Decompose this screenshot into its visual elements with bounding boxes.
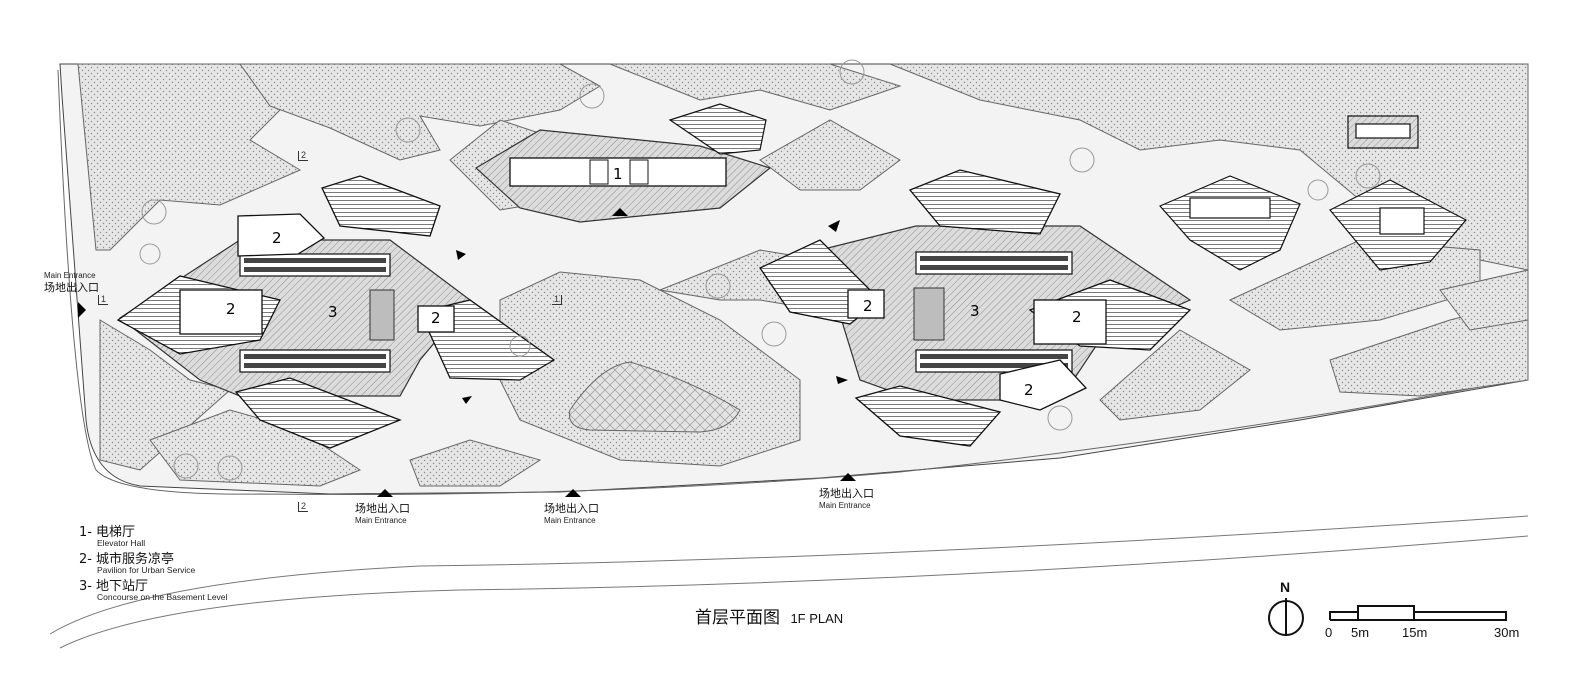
scale-label-5m: 5m — [1351, 625, 1370, 640]
main-entrance-west-en: Main Entrance — [44, 271, 96, 280]
title-en: 1F PLAN — [790, 611, 844, 626]
legend-key: 1- — [79, 525, 92, 540]
legend-item-pavilion: 2-城市服务凉亭 Pavilion for Urban Service — [79, 548, 195, 575]
entrance-arrows — [78, 208, 856, 497]
label-pavilion-d: 2 — [863, 297, 873, 315]
road-edge-2 — [59, 535, 1529, 649]
elevator-hall — [474, 103, 772, 223]
legend-item-concourse: 3-地下站厅 Concourse on the Basement Level — [79, 575, 227, 602]
label-pavilion-f: 2 — [1024, 381, 1034, 399]
label-pavilion-a: 2 — [272, 229, 282, 247]
left-pavilions — [116, 175, 556, 449]
legend-cn: 地下站厅 — [95, 579, 148, 594]
section-mark-1-mid: 1 — [552, 295, 563, 305]
tree-symbols — [139, 59, 1381, 481]
planting-areas — [77, 63, 1529, 487]
legend-key: 3- — [79, 579, 92, 594]
diamond-paving — [568, 361, 741, 433]
scale-label-0: 0 — [1325, 625, 1333, 640]
legend-en: Elevator Hall — [97, 538, 146, 548]
main-entrance-south2-en: Main Entrance — [544, 516, 596, 525]
section-mark-1-west: 1 — [98, 295, 109, 305]
right-pavilions — [759, 169, 1192, 447]
north-label: N — [1280, 579, 1291, 595]
main-entrance-west-cn: 场地出入口 — [44, 281, 99, 294]
left-concourse — [118, 239, 471, 397]
main-entrance-south1-cn: 场地出入口 — [355, 502, 410, 515]
section-mark-2-bottom: 2 — [298, 502, 309, 512]
main-entrance-south2-cn: 场地出入口 — [544, 502, 599, 515]
legend-item-elevator-hall: 1-电梯厅 Elevator Hall — [79, 521, 145, 548]
road-edge-1 — [49, 515, 1529, 635]
label-pavilion-b: 2 — [226, 300, 236, 318]
legend-en: Concourse on the Basement Level — [97, 592, 228, 602]
scale-bar-graphic — [1329, 605, 1507, 621]
label-concourse-left: 3 — [328, 303, 338, 321]
label-pavilion-e: 2 — [1072, 308, 1082, 326]
section-mark-2-top: 2 — [298, 151, 309, 161]
main-entrance-south1-en: Main Entrance — [355, 516, 407, 525]
label-pavilion-c: 2 — [431, 309, 441, 327]
legend-key: 2- — [79, 552, 92, 567]
scale-label-30m: 30m — [1494, 625, 1520, 640]
legend-en: Pavilion for Urban Service — [97, 565, 196, 575]
legend-cn: 城市服务凉亭 — [95, 552, 174, 567]
road-curb-line — [57, 69, 1529, 496]
drawing-title: 首层平面图 1F PLAN — [695, 610, 843, 627]
east-pavilions — [1159, 115, 1467, 271]
label-elevator-hall: 1 — [613, 165, 623, 183]
title-cn: 首层平面图 — [695, 608, 780, 628]
label-concourse-right: 3 — [970, 302, 980, 320]
main-entrance-south3-cn: 场地出入口 — [819, 487, 874, 500]
scale-label-15m: 15m — [1402, 625, 1428, 640]
main-entrance-south3-en: Main Entrance — [819, 501, 871, 510]
legend-cn: 电梯厅 — [95, 525, 135, 540]
